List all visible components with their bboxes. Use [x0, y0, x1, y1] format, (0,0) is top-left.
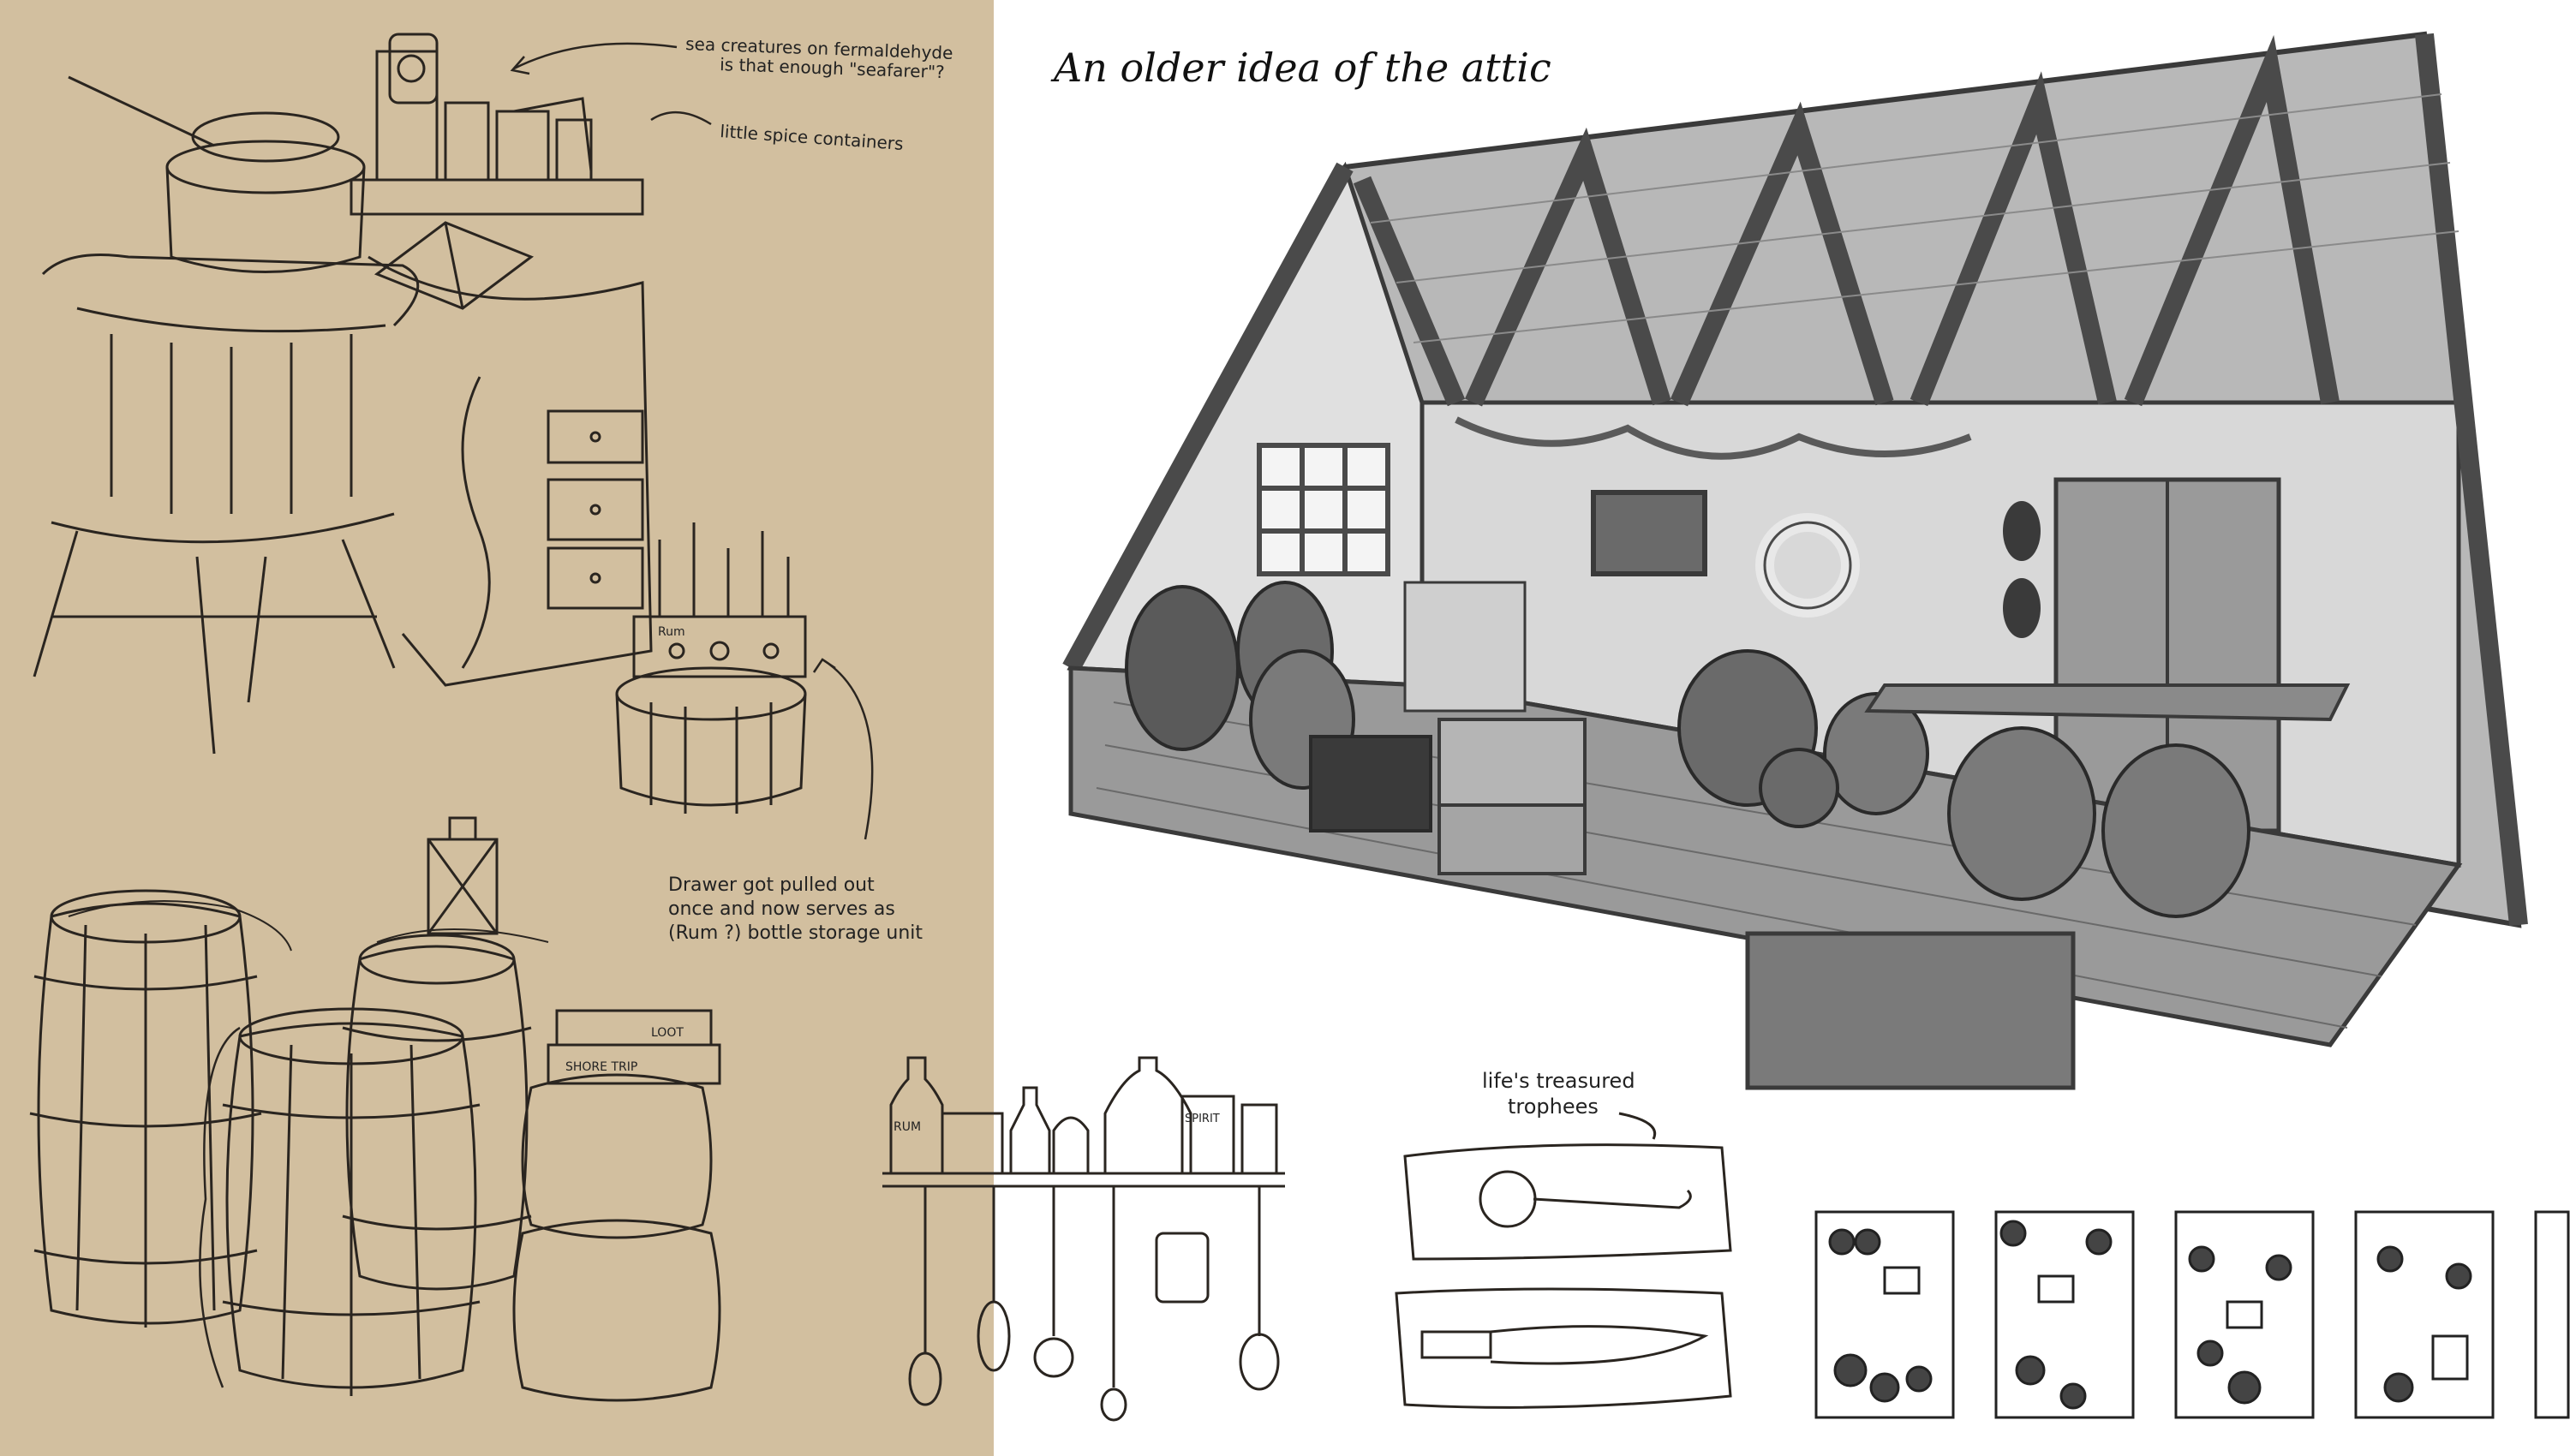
frying-pan — [2003, 501, 2041, 561]
floorplans — [1814, 1210, 2570, 1419]
render-table-top — [1864, 683, 2351, 722]
stair-opening — [1745, 931, 2076, 1090]
arrow-sea-creatures — [513, 42, 678, 70]
frying-pan — [2003, 578, 2041, 638]
bottle-label-rum: RUM — [894, 1120, 921, 1134]
note-drawer-1: Drawer got pulled out — [668, 874, 875, 896]
floorplan-4 — [2354, 1210, 2495, 1419]
note-trophies-1: life's treasured — [1482, 1069, 1635, 1093]
render-chest — [1309, 735, 1432, 832]
gable-wall — [1067, 161, 1425, 688]
lifebuoy-outline — [1763, 521, 1852, 610]
arrow-spice — [650, 110, 712, 126]
fishing-net — [1455, 416, 1972, 460]
drawer-label: Rum — [658, 625, 685, 639]
sketch-panel: Rum — [0, 0, 994, 1456]
wall-painting — [1591, 490, 1707, 576]
attic-window — [1257, 443, 1390, 576]
floorplan-5 — [2534, 1210, 2570, 1419]
trophies-sketch — [1395, 1112, 1732, 1409]
barrels-sketch — [29, 816, 721, 1402]
floorplan-2 — [1994, 1210, 2135, 1419]
render-crate — [1437, 803, 1587, 875]
bottle-crate-sketch — [615, 522, 874, 840]
note-trophies-2: trophees — [1508, 1095, 1599, 1119]
render-barrels — [1125, 581, 2250, 918]
roof-planks — [1370, 93, 2459, 343]
bottle-label-spirit: SPIRIT — [1185, 1113, 1220, 1125]
note-drawer-2: once and now serves as — [668, 898, 895, 920]
book-title-1: SHORE TRIP — [565, 1060, 637, 1074]
rafters — [1062, 33, 2528, 927]
chair-desk-sketch — [33, 33, 653, 755]
attic-render — [1062, 31, 2528, 1090]
floorplan-3 — [2174, 1210, 2315, 1419]
floorplan-1 — [1814, 1210, 1955, 1419]
note-drawer-3: (Rum ?) bottle storage unit — [668, 922, 923, 944]
arrowhead-sea-creatures — [510, 56, 530, 75]
render-crate — [1437, 718, 1587, 807]
render-clutter — [1403, 581, 1527, 713]
book-title-2: LOOT — [651, 1026, 684, 1040]
sketch-background — [0, 0, 994, 1456]
shelf-sketch — [882, 1056, 1285, 1422]
page-title: An older idea of the attic — [1050, 45, 1551, 91]
